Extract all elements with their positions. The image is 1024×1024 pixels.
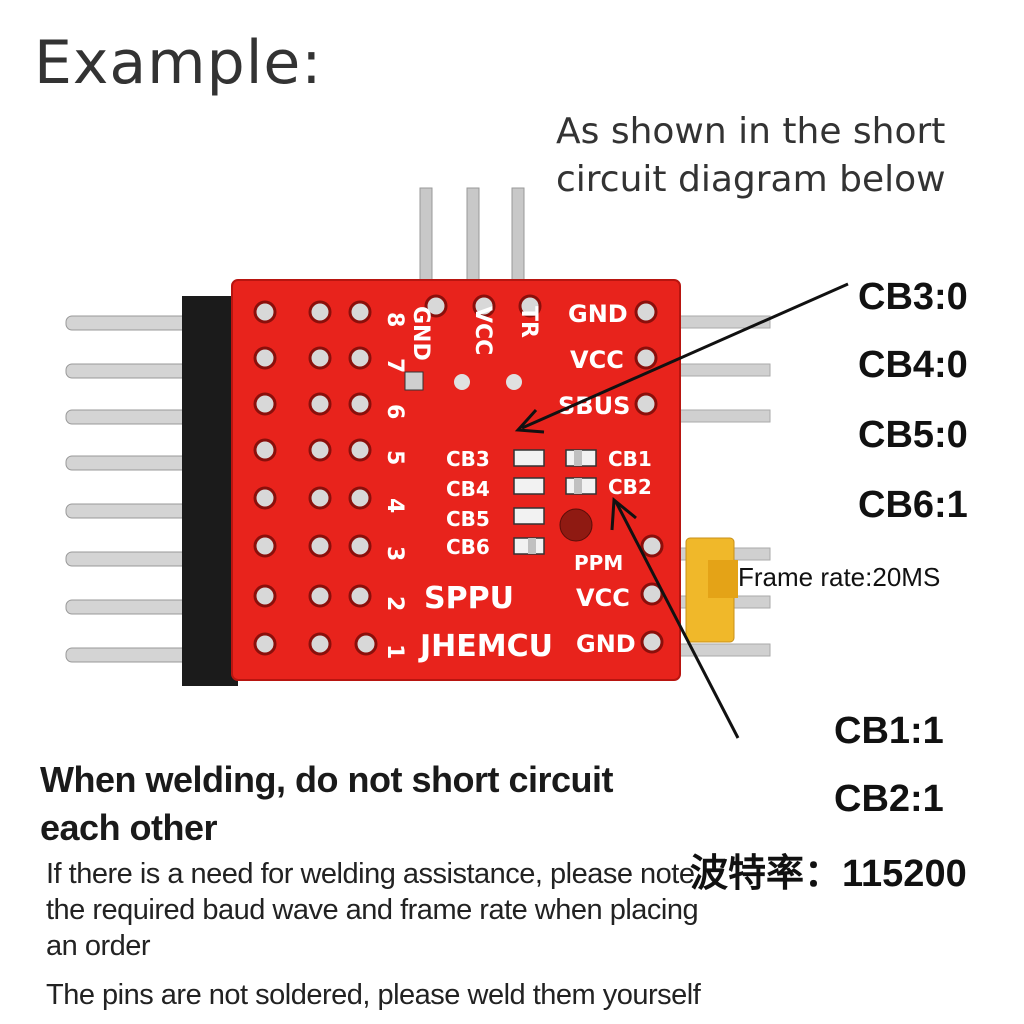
silk-right-gnd: GND bbox=[568, 300, 628, 328]
silk-brand: JHEMCU bbox=[418, 629, 553, 664]
silk-pad-cb5: CB5 bbox=[446, 507, 490, 531]
silk-pad-cb4: CB4 bbox=[446, 477, 490, 501]
silk-top-vcc: VCC bbox=[470, 306, 495, 355]
arrow-to-cb1-2 bbox=[610, 496, 740, 739]
silk-top-tr: TR bbox=[516, 306, 541, 338]
svg-text:3: 3 bbox=[382, 546, 407, 561]
silk-right-ppm: PPM bbox=[574, 551, 623, 575]
via-hole bbox=[506, 374, 522, 390]
cb5-setting: CB5:0 bbox=[858, 414, 968, 456]
smd-component bbox=[404, 371, 424, 391]
top-header-pins bbox=[419, 187, 525, 289]
cb6-setting: CB6:1 bbox=[858, 484, 968, 526]
cb3-setting: CB3:0 bbox=[858, 276, 968, 318]
svg-text:8: 8 bbox=[382, 312, 407, 327]
silk-pad-cb6: CB6 bbox=[446, 535, 490, 559]
silk-right-vcc: VCC bbox=[570, 346, 624, 374]
svg-text:4: 4 bbox=[382, 498, 407, 513]
solder-bridge bbox=[574, 450, 582, 466]
yellow-connector bbox=[685, 537, 738, 643]
mounting-hole bbox=[559, 508, 593, 542]
assistance-note: If there is a need for welding assistanc… bbox=[46, 858, 699, 962]
black-pin-header bbox=[182, 296, 238, 686]
pins-note: The pins are not soldered, please weld t… bbox=[46, 979, 701, 1011]
subtitle-line-1: As shown in the short bbox=[556, 111, 946, 152]
subtitle-line-2: circuit diagram below bbox=[556, 159, 946, 200]
page-title: Example: bbox=[34, 28, 323, 98]
silk-pad-cb1: CB1 bbox=[608, 447, 652, 471]
arrow-to-cb3-6 bbox=[514, 282, 849, 434]
cb1-setting: CB1:1 bbox=[834, 710, 944, 752]
solder-bridge bbox=[574, 478, 582, 494]
cb4-setting: CB4:0 bbox=[858, 344, 968, 386]
svg-text:7: 7 bbox=[382, 358, 407, 373]
svg-text:2: 2 bbox=[382, 596, 407, 611]
cb2-setting: CB2:1 bbox=[834, 778, 944, 820]
via-hole bbox=[454, 374, 470, 390]
svg-text:1: 1 bbox=[382, 644, 407, 659]
pin-rows bbox=[253, 294, 664, 656]
red-pcb-board bbox=[231, 279, 681, 681]
silk-right-vcc2: VCC bbox=[576, 584, 630, 612]
welding-warning: When welding, do not short circuit each … bbox=[40, 759, 613, 848]
frame-rate-label: Frame rate:20MS bbox=[738, 562, 941, 592]
silk-right-gnd2: GND bbox=[576, 630, 636, 658]
svg-text:5: 5 bbox=[382, 450, 407, 465]
solder-bridge bbox=[528, 538, 536, 554]
left-header-pins bbox=[65, 315, 197, 663]
svg-text:6: 6 bbox=[382, 404, 407, 419]
silk-pad-cb3: CB3 bbox=[446, 447, 490, 471]
baud-rate-label: 波特率：115200 bbox=[690, 853, 967, 895]
subtitle: As shown in the short circuit diagram be… bbox=[556, 108, 1016, 204]
silk-pad-cb2: CB2 bbox=[608, 475, 652, 499]
silk-channel-numbers: 8 7 6 5 4 3 2 1 bbox=[382, 312, 407, 659]
silk-top-gnd: GND bbox=[408, 306, 433, 361]
silk-model: SPPU bbox=[424, 581, 514, 616]
